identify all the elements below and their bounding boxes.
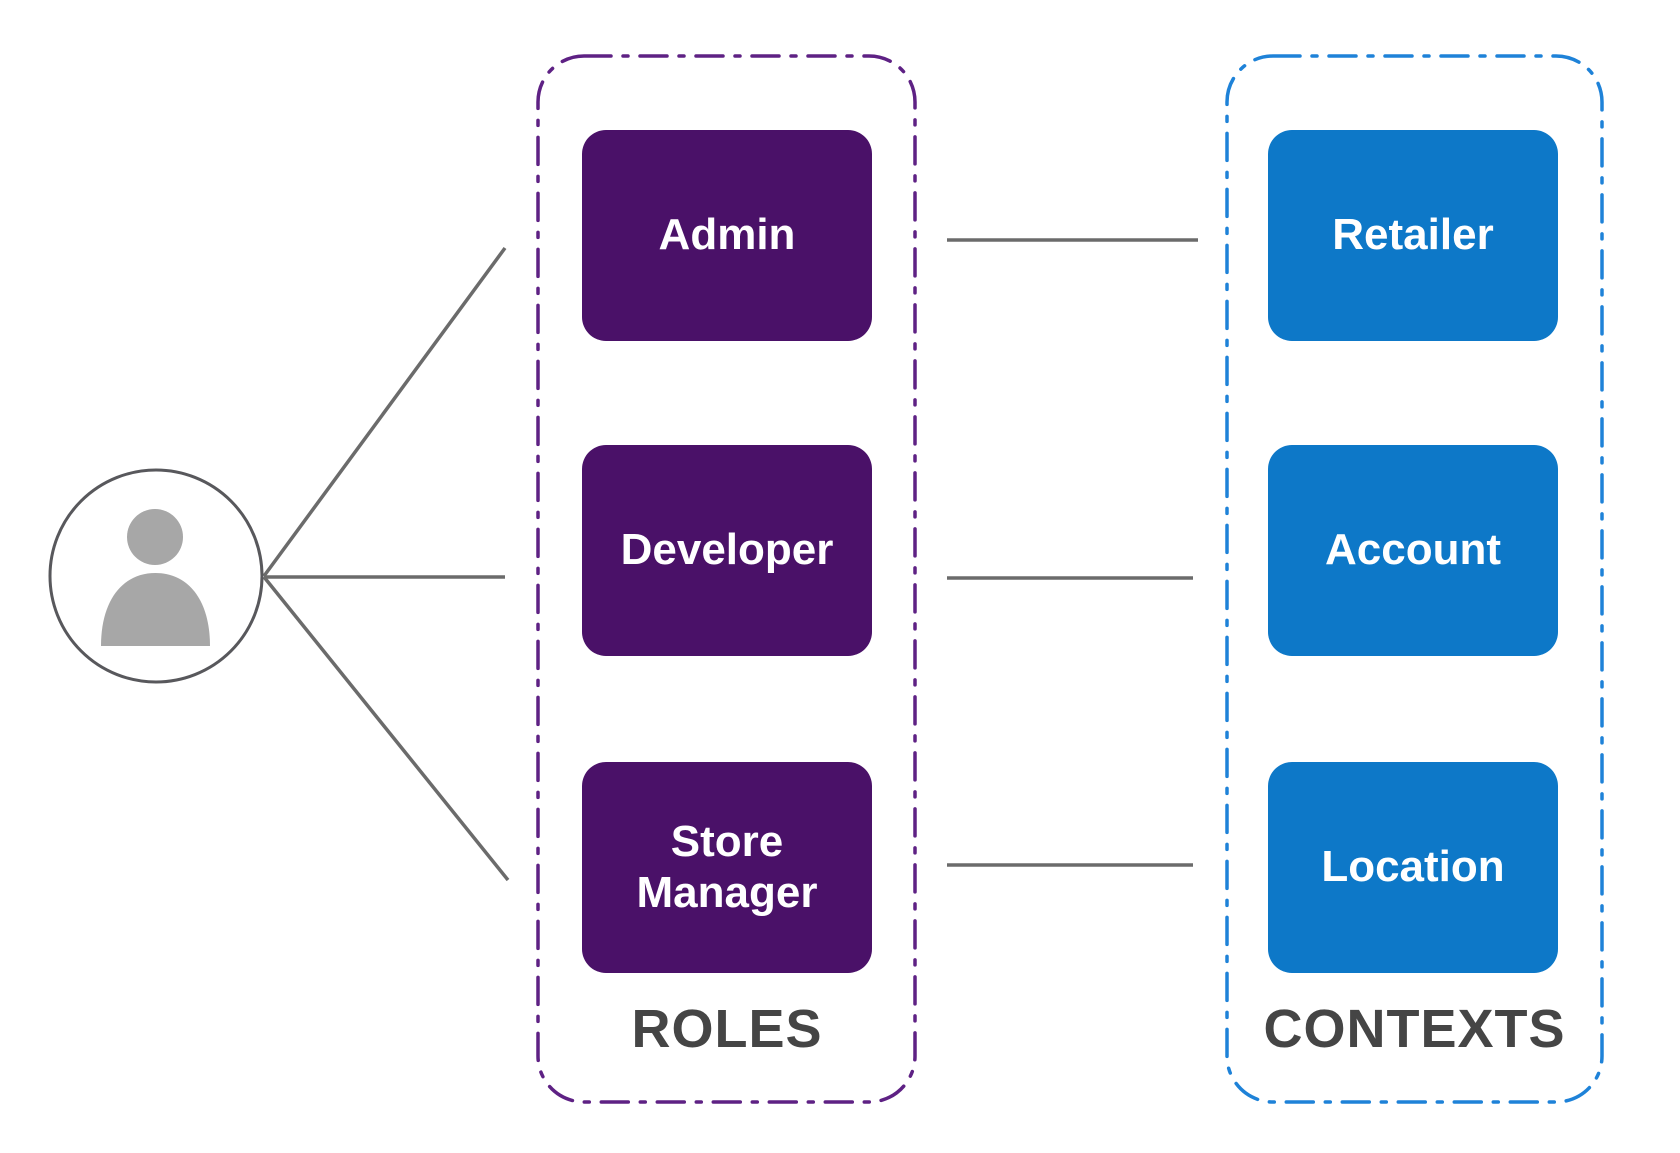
person-icon — [48, 468, 264, 684]
role-node-developer: Developer — [582, 445, 872, 656]
role-node-developer-label: Developer — [620, 525, 834, 575]
roles-group-label: ROLES — [631, 999, 823, 1059]
context-node-account-label: Account — [1325, 525, 1501, 575]
role-node-store-manager: Store Manager — [582, 762, 872, 973]
context-node-account: Account — [1268, 445, 1558, 656]
contexts-group-label: CONTEXTS — [1263, 999, 1566, 1059]
context-node-location-label: Location — [1321, 842, 1505, 892]
edge-user-admin — [262, 246, 507, 578]
roles-group-border — [536, 54, 917, 1104]
role-node-store-manager-label: Store Manager — [636, 816, 818, 917]
edge-user-store-manager — [262, 575, 510, 882]
context-node-retailer: Retailer — [1268, 130, 1558, 341]
person-icon-shoulders — [101, 573, 210, 646]
role-node-admin: Admin — [582, 130, 872, 341]
context-node-retailer-label: Retailer — [1332, 210, 1494, 260]
person-icon-head — [127, 509, 183, 565]
contexts-group-border — [1225, 54, 1604, 1104]
context-node-location: Location — [1268, 762, 1558, 973]
role-node-admin-label: Admin — [658, 210, 796, 260]
